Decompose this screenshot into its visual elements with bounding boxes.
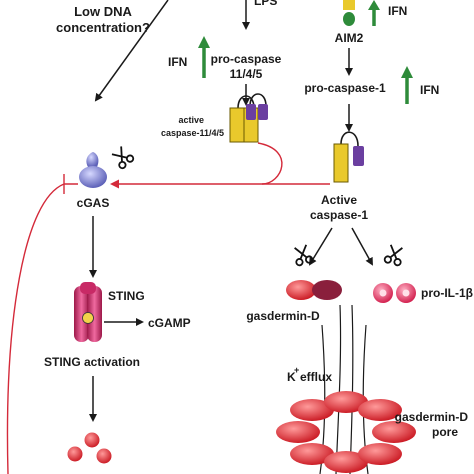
aim2-molecule xyxy=(343,0,355,26)
active-caspase-1-complex xyxy=(333,131,364,183)
cgas-label: cGAS xyxy=(77,196,110,210)
gasdermin-pore-label-line1: gasdermin-D xyxy=(395,410,469,424)
concentration-label: concentration? xyxy=(56,20,150,35)
caspase-11-to-cgas-curve xyxy=(257,142,283,185)
k-label: K xyxy=(287,370,296,384)
pro-il-1b-molecule xyxy=(373,283,416,303)
pro-caspase-11-4-5-label-line1: pro-caspase xyxy=(211,52,282,66)
k-plus-sup: + xyxy=(294,365,299,375)
active-caspase-1-label-line2: caspase-1 xyxy=(310,208,368,222)
active-caspase-11-4-5-label-line2: caspase-11/4/5 xyxy=(161,128,224,138)
gasdermin-d-label: gasdermin-D xyxy=(246,309,320,323)
arrow-to-gasdermin xyxy=(308,227,333,266)
scissors-icon xyxy=(109,144,136,171)
gasdermin-d-molecule xyxy=(286,280,342,300)
negative-feedback-line xyxy=(6,174,78,474)
pro-caspase-1-label: pro-caspase-1 xyxy=(304,81,386,95)
downstream-products xyxy=(67,432,112,464)
active-caspase-11-4-5-label-line1: active xyxy=(178,115,204,125)
ifn-label-3: IFN xyxy=(420,83,439,97)
active-caspase-11-4-5-complex xyxy=(229,93,268,143)
k-efflux-label: efflux xyxy=(300,370,332,384)
cgamp-label: cGAMP xyxy=(148,316,191,330)
cgas-molecule xyxy=(79,152,107,188)
sting-activation-label: STING activation xyxy=(44,355,140,369)
pro-caspase-11-4-5-label-line2: 11/4/5 xyxy=(230,67,263,81)
sting-dimer xyxy=(74,282,102,342)
arrow-dna-to-cgas xyxy=(94,0,169,102)
aim2-label: AIM2 xyxy=(335,31,364,45)
sting-label: STING xyxy=(108,289,145,303)
pro-il-1b-label: pro-IL-1β xyxy=(421,286,473,300)
ifn-up-arrow-3 xyxy=(401,66,413,104)
lps-label: LPS xyxy=(254,0,277,8)
ifn-label-1: IFN xyxy=(168,55,187,69)
scissors-icon xyxy=(383,243,406,267)
scissors-icon xyxy=(291,243,314,267)
ifn-up-arrow-1 xyxy=(198,36,210,78)
ifn-up-arrow-2 xyxy=(368,0,380,26)
low-dna-label: Low DNA xyxy=(74,4,132,19)
arrow-to-il1b xyxy=(351,227,373,266)
gasdermin-pore-label-line2: pore xyxy=(432,425,458,439)
ifn-label-2: IFN xyxy=(388,4,407,18)
gasdermin-d-pore xyxy=(276,391,416,473)
active-caspase-1-label-line1: Active xyxy=(321,193,357,207)
